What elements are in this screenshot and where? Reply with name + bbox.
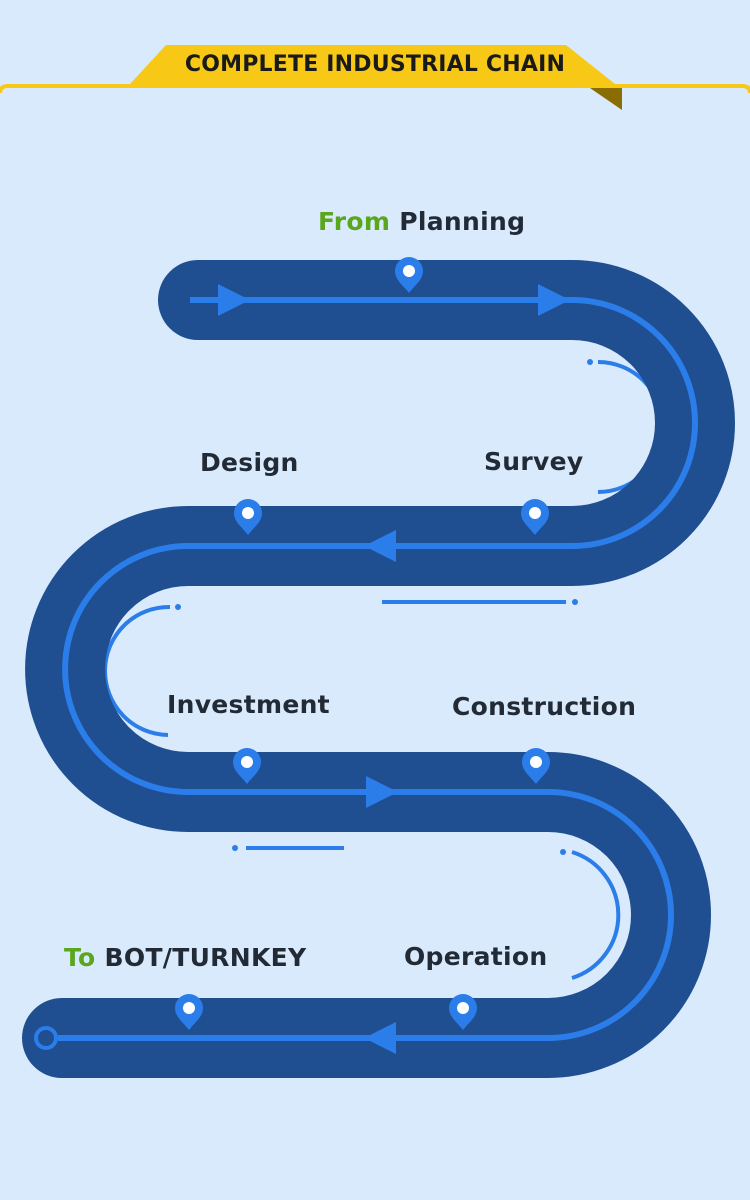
- arrow-icon: [538, 284, 570, 316]
- step-survey: Survey: [484, 447, 584, 476]
- arrow-icon: [366, 776, 398, 808]
- deco-dot-1: [587, 359, 593, 365]
- arrow-icon: [218, 284, 250, 316]
- location-pin-icon: [395, 257, 423, 293]
- deco-dot-3: [175, 604, 181, 610]
- banner-ribbon: [130, 45, 620, 88]
- location-pin-icon: [522, 748, 550, 784]
- step-bot-turnkey: To BOT/TURNKEY: [64, 943, 306, 972]
- step-design: Design: [200, 448, 299, 477]
- deco-dot-4: [232, 845, 238, 851]
- step-planning: From Planning: [318, 207, 525, 236]
- banner-title: COMPLETE INDUSTRIAL CHAIN: [184, 52, 566, 77]
- step-bot-turnkey-label: BOT/TURNKEY: [104, 943, 307, 972]
- deco-arc-3: [571, 850, 621, 980]
- step-investment: Investment: [167, 690, 330, 719]
- banner-fold: [590, 88, 622, 110]
- step-bot-turnkey-prefix: To: [64, 943, 96, 972]
- deco-dot-2: [572, 599, 578, 605]
- location-pin-icon: [521, 499, 549, 535]
- location-pin-icon: [234, 499, 262, 535]
- arrow-icon: [364, 530, 396, 562]
- step-planning-label: Planning: [399, 207, 526, 236]
- step-operation: Operation: [404, 942, 548, 971]
- location-pin-icon: [233, 748, 261, 784]
- location-pin-icon: [175, 994, 203, 1030]
- location-pin-icon: [449, 994, 477, 1030]
- step-construction: Construction: [452, 692, 637, 721]
- deco-dot-5: [560, 849, 566, 855]
- arrow-icon: [364, 1022, 396, 1054]
- road-center-line: [58, 297, 698, 1041]
- start-circle-icon: [34, 1026, 58, 1050]
- step-planning-prefix: From: [318, 207, 391, 236]
- road: [22, 260, 735, 1078]
